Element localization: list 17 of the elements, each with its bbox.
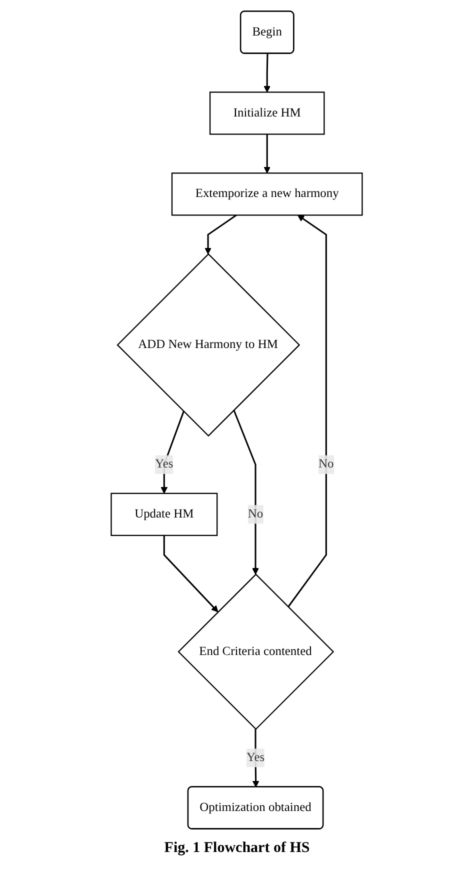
arrow [264,134,271,174]
node-box: Update HM [110,492,218,536]
arrow [161,411,185,494]
arrow [164,535,219,612]
node-diamond: End Criteria contented [178,574,334,730]
edge-label: No [248,507,264,521]
arrow [288,214,328,608]
edge-label: Yes [155,458,174,471]
node-diamond: ADD New Harmony to HM [117,253,300,437]
edge-label: Yes [246,750,265,764]
node-box: Initialize HM [210,92,326,135]
arrow [264,54,271,92]
figure-caption: Fig. 1 Flowchart of HS [163,840,311,857]
arrow [233,410,260,575]
edge-label: No [318,458,334,471]
arrow [204,214,238,254]
node-box: Extemporize a new harmony [172,172,364,216]
